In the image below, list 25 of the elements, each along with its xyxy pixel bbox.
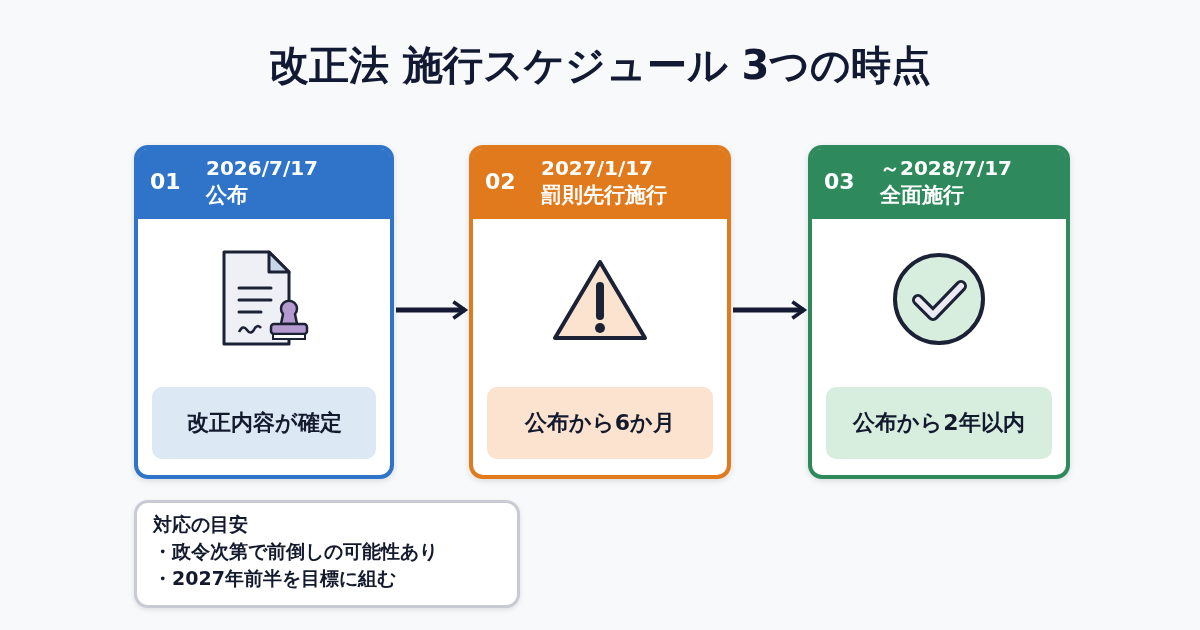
step-number: 02 [485, 169, 516, 194]
note-box [134, 500, 520, 608]
step-label: 罰則先行施行 [541, 182, 667, 209]
step-card [469, 145, 731, 479]
summary-box [826, 387, 1052, 459]
title: 改正法 施行スケジュール 3つの時点 [267, 41, 933, 90]
note-heading: 対応の目安 [153, 512, 249, 537]
summary-text: 公布から6か月 [524, 409, 676, 437]
arrow [396, 299, 467, 321]
step-number: 03 [824, 169, 855, 194]
step-label: 全面施行 [880, 182, 964, 209]
bullet-item: ・政令次第で前倒しの可能性あり [153, 539, 439, 564]
arrow [733, 299, 806, 321]
bullet-item: ・2027年前半を目標に組む [153, 566, 397, 591]
date-text: 2026/7/17 [206, 155, 319, 181]
summary-box [152, 387, 376, 459]
step-number: 01 [150, 169, 181, 194]
summary-text: 改正内容が確定 [186, 409, 342, 437]
summary-text: 公布から2年以内 [853, 409, 1025, 437]
date-text: 2027/1/17 [541, 155, 654, 181]
step-card [808, 145, 1070, 479]
date-text: ～2028/7/17 [880, 155, 1013, 181]
summary-box [487, 387, 713, 459]
step-card [134, 145, 394, 479]
step-label: 公布 [206, 182, 248, 209]
